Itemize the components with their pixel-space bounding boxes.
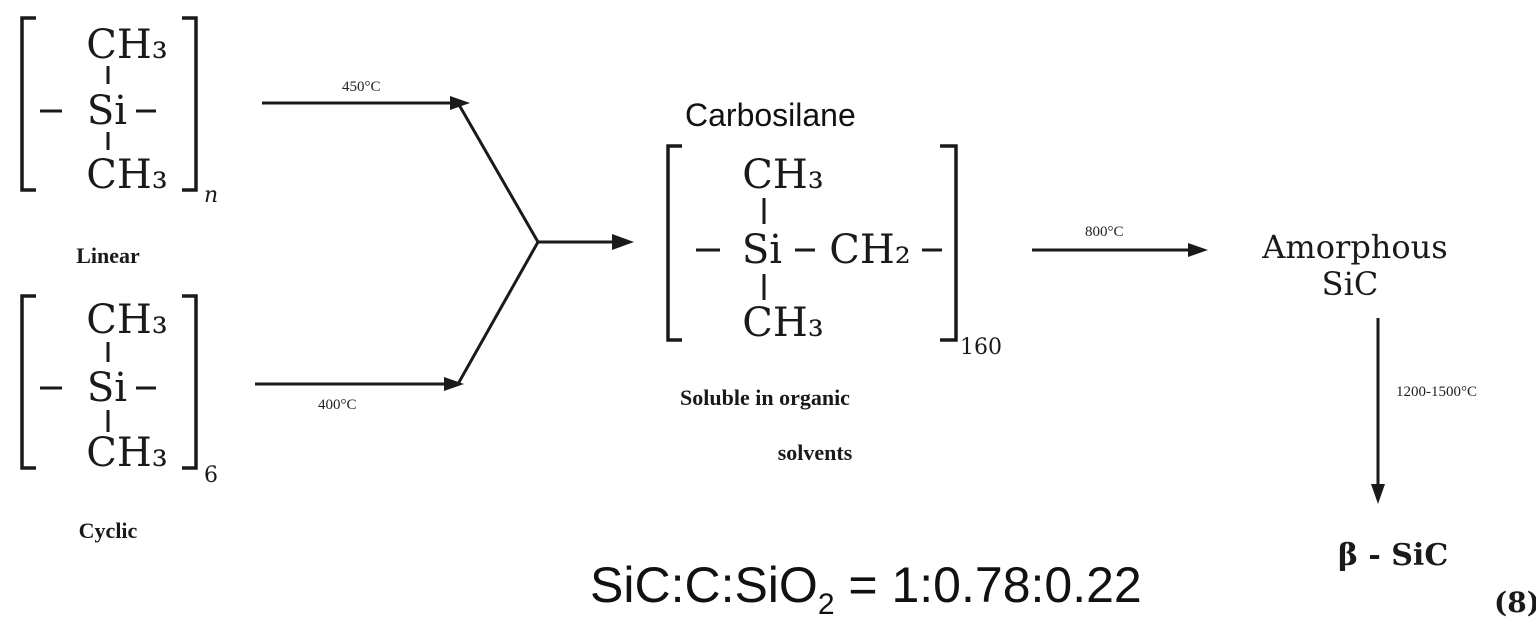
crystallization-arrow: 1200-1500°C <box>1371 318 1477 504</box>
crystallization-arrowhead <box>1371 484 1385 504</box>
amorphous-line1: Amorphous <box>1261 228 1447 266</box>
carbosilane-note-line1: Soluble in organic <box>680 385 850 410</box>
pyrolysis-temp-label: 800°C <box>1085 224 1124 240</box>
cyclic-left-bracket <box>20 294 36 470</box>
ratio-left: SiC:C:SiO <box>590 557 818 613</box>
linear-temp-label: 450°C <box>342 79 381 95</box>
linear-right-bracket <box>182 16 198 192</box>
linear-polysilane: CH₃ Si CH₃ n Linear <box>20 16 218 268</box>
amorphous-line2: SiC <box>1322 265 1379 303</box>
ratio-subscript: 2 <box>818 588 835 620</box>
converging-arrows: 450°C 400°C <box>255 79 634 413</box>
carbosilane-title: Carbosilane <box>685 97 856 133</box>
cyclic-si: Si <box>87 365 127 411</box>
cyclic-label: Cyclic <box>79 518 138 543</box>
linear-subscript: n <box>204 183 218 208</box>
linear-label: Linear <box>76 243 140 268</box>
linear-left-bracket <box>20 16 36 192</box>
equation-number: (8) <box>1494 586 1536 619</box>
carbosilane-left-bracket <box>666 144 682 342</box>
cyclic-arrowhead <box>444 377 464 391</box>
carbosilane-top-group: CH₃ <box>742 152 824 198</box>
carbosilane-ch2: CH₂ <box>829 227 911 273</box>
linear-bottom-group: CH₃ <box>86 152 168 198</box>
cyclic-subscript: 6 <box>204 463 218 488</box>
amorphous-sic: Amorphous SiC <box>1261 228 1447 303</box>
cyclic-right-bracket <box>182 294 198 470</box>
ratio-equation: SiC:C:SiO2 = 1:0.78:0.22 <box>590 557 1142 620</box>
cyclic-polysilane: CH₃ Si CH₃ 6 Cyclic <box>20 294 218 543</box>
carbosilane-right-bracket <box>940 144 958 342</box>
cyclic-top-group: CH₃ <box>86 297 168 343</box>
crystallization-temp-label: 1200-1500°C <box>1396 384 1477 400</box>
lower-merge-line <box>456 241 540 385</box>
pyrolysis-arrowhead <box>1188 243 1208 257</box>
pyrolysis-arrow: 800°C <box>1032 224 1208 257</box>
upper-merge-line <box>456 102 540 243</box>
carbosilane-bottom-group: CH₃ <box>742 300 824 346</box>
ratio-right: = 1:0.78:0.22 <box>835 557 1142 613</box>
carbosilane-si: Si <box>742 227 782 273</box>
cyclic-temp-label: 400°C <box>318 397 357 413</box>
merged-arrowhead <box>612 234 634 250</box>
linear-top-group: CH₃ <box>86 22 168 68</box>
linear-arrowhead <box>450 96 470 110</box>
carbosilane: Carbosilane CH₃ Si CH₂ CH₃ 160 Soluble i… <box>666 97 1002 465</box>
carbosilane-subscript: 160 <box>960 335 1002 360</box>
beta-sic-label: β - SiC <box>1338 538 1448 573</box>
carbosilane-note-line2: solvents <box>778 440 853 465</box>
linear-si: Si <box>87 88 127 134</box>
cyclic-bottom-group: CH₃ <box>86 430 168 476</box>
